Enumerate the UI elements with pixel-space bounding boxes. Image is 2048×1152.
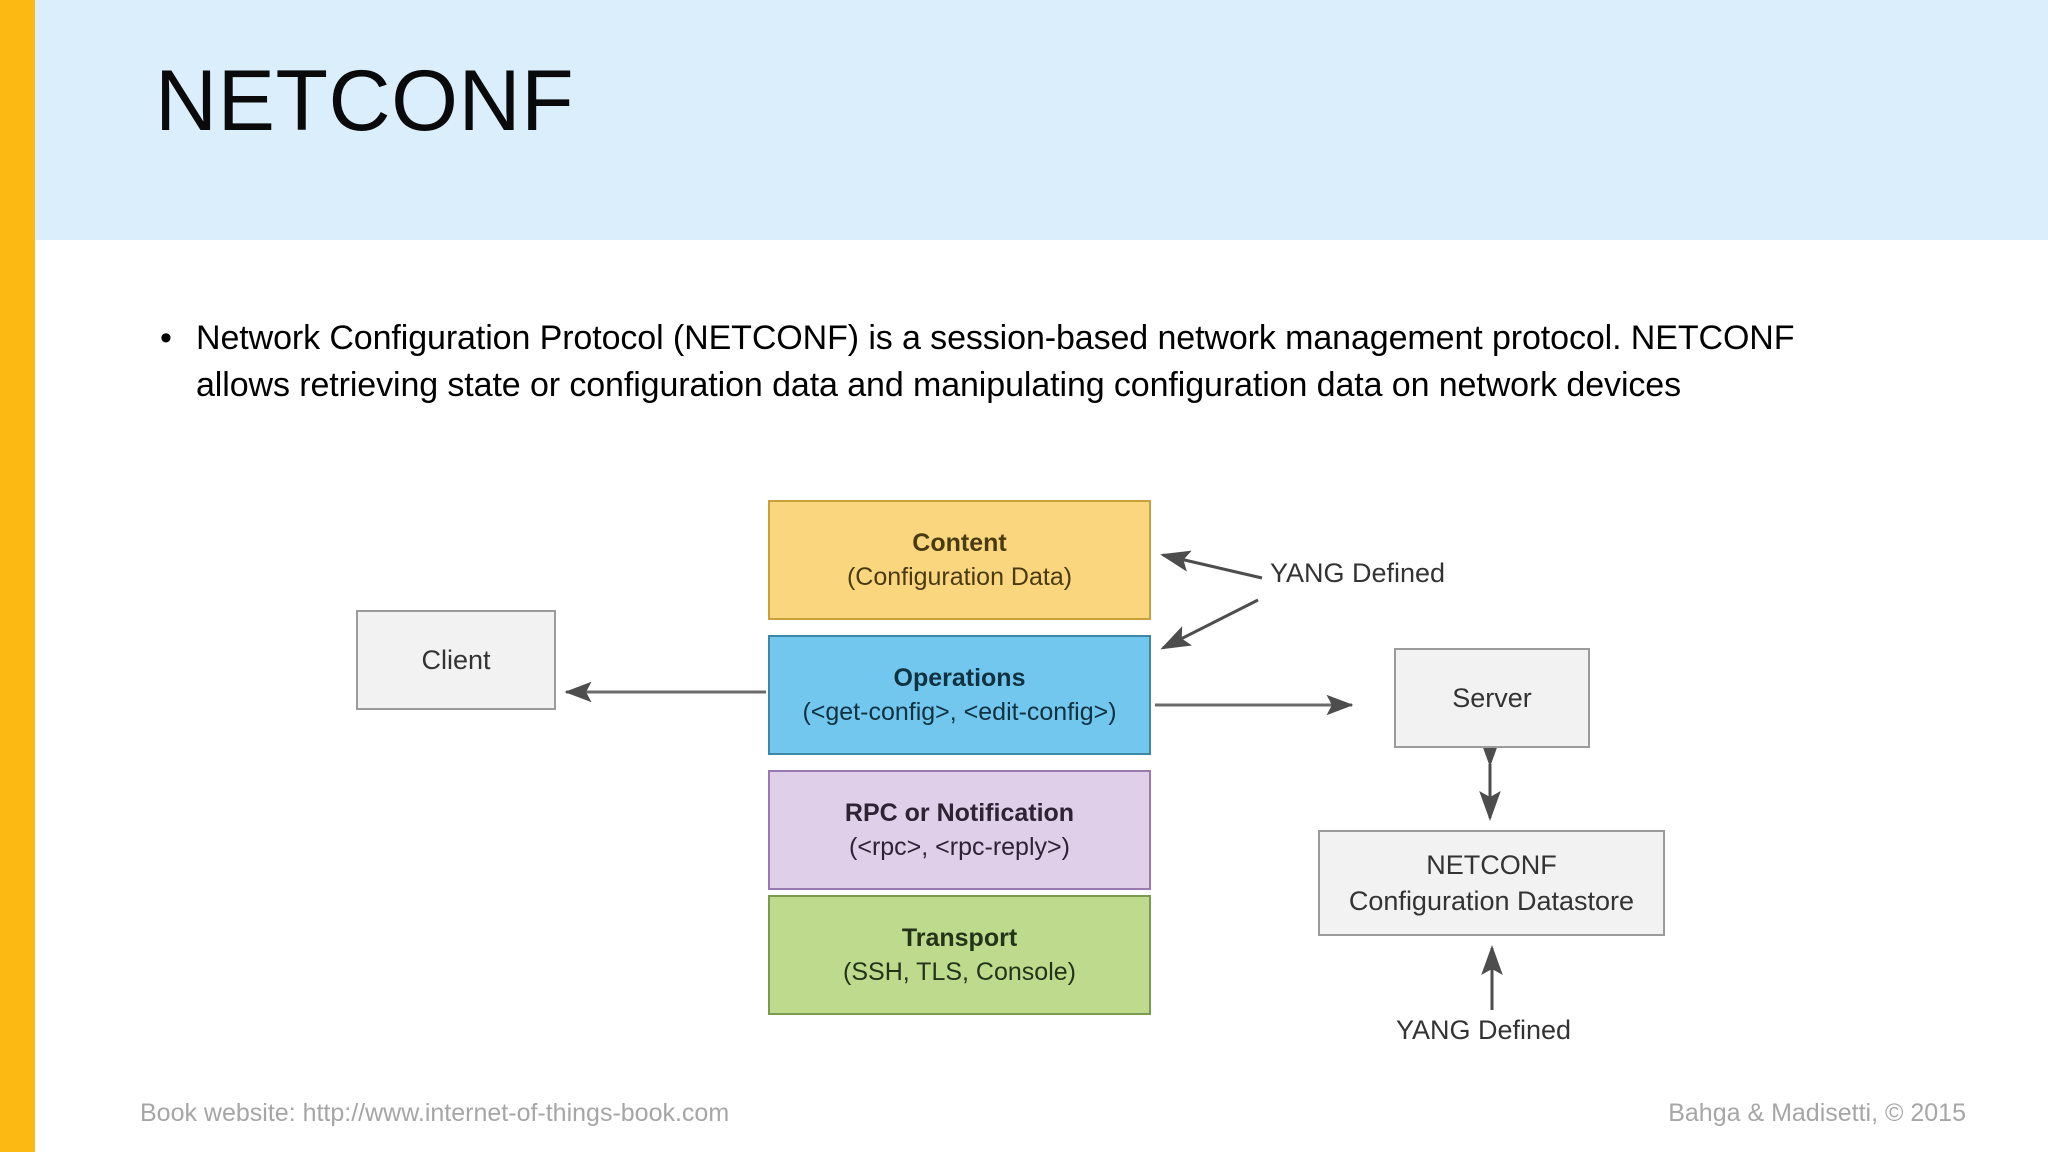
bullet-list: • Network Configuration Protocol (NETCON… bbox=[160, 315, 1860, 409]
layer-subtitle: (<get-config>, <edit-config>) bbox=[802, 698, 1117, 726]
node-box-netconf-configuration-datastore: NETCONF Configuration Datastore bbox=[1318, 830, 1665, 936]
layer-box-rpc: RPC or Notification (<rpc>, <rpc-reply>) bbox=[768, 770, 1151, 890]
layer-title: Content bbox=[912, 529, 1007, 557]
footer-copyright: Bahga & Madisetti, © 2015 bbox=[1668, 1099, 1966, 1127]
layer-subtitle: (<rpc>, <rpc-reply>) bbox=[849, 833, 1070, 861]
layer-box-content: Content (Configuration Data) bbox=[768, 500, 1151, 620]
accent-bar-left bbox=[0, 0, 35, 1152]
layer-box-transport: Transport (SSH, TLS, Console) bbox=[768, 895, 1151, 1015]
annotation-yang-defined-top: YANG Defined bbox=[1270, 558, 1446, 588]
node-label-line1: NETCONF bbox=[1426, 850, 1557, 880]
title-band bbox=[35, 0, 2048, 240]
layer-title: Transport bbox=[901, 924, 1018, 952]
layer-title: RPC or Notification bbox=[844, 799, 1075, 827]
layer-subtitle: (Configuration Data) bbox=[846, 563, 1073, 591]
annotation-yang-defined-bottom: YANG Defined bbox=[1396, 1015, 1572, 1045]
arrow-yang-to-operations bbox=[1160, 598, 1259, 650]
node-box-server: Server bbox=[1394, 648, 1590, 748]
page-title: NETCONF bbox=[155, 53, 575, 149]
node-label: Server bbox=[1452, 683, 1532, 713]
layer-subtitle: (SSH, TLS, Console) bbox=[843, 958, 1076, 986]
layer-title: Operations bbox=[893, 664, 1026, 692]
node-label-line2: Configuration Datastore bbox=[1348, 886, 1635, 916]
node-label: Client bbox=[421, 645, 491, 675]
node-box-client: Client bbox=[356, 610, 556, 710]
arrow-yang-to-content bbox=[1160, 550, 1263, 580]
footer-book-website: Book website: http://www.internet-of-thi… bbox=[140, 1099, 730, 1127]
layer-box-operations: Operations (<get-config>, <edit-config>) bbox=[768, 635, 1151, 755]
bullet-marker: • bbox=[160, 319, 172, 357]
list-item: • Network Configuration Protocol (NETCON… bbox=[160, 315, 1860, 409]
bullet-text: Network Configuration Protocol (NETCONF)… bbox=[196, 319, 1795, 404]
